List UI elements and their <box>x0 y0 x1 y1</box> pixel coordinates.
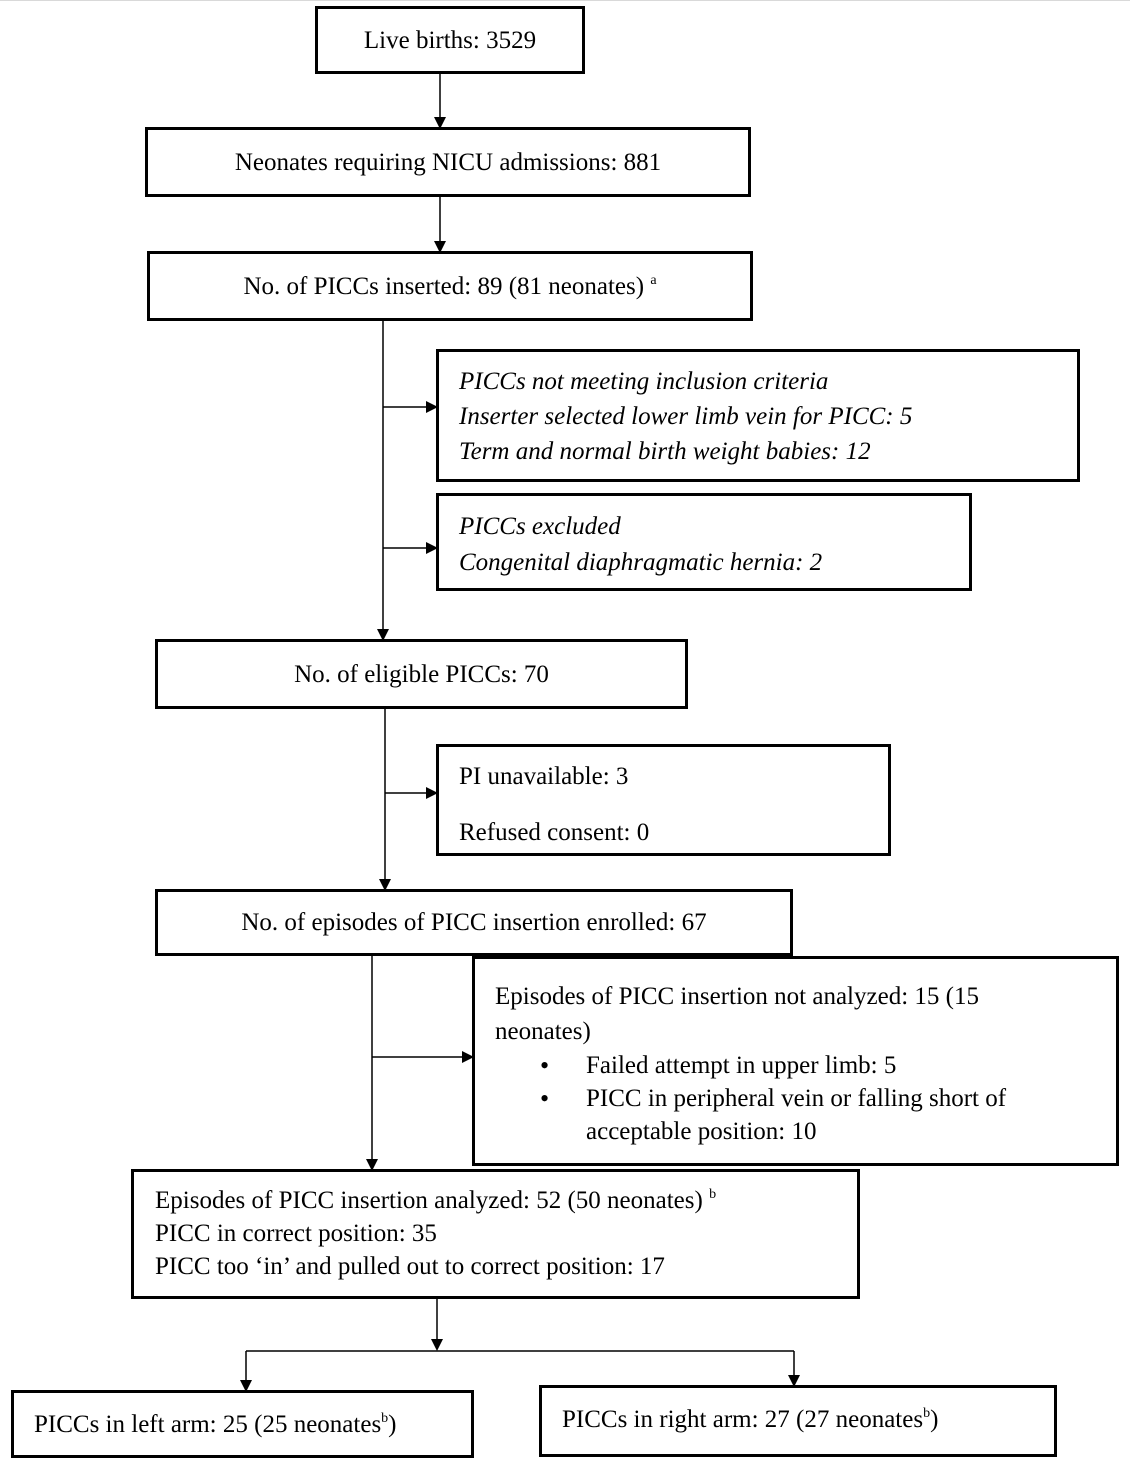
inclusion-criteria-box: PICCs not meeting inclusion criteria Ins… <box>436 349 1080 482</box>
failed-attempt-item: Failed attempt in upper limb: 5 <box>495 1049 1116 1082</box>
right-arm-label: PICCs in right arm: 27 (27 neonates <box>562 1406 924 1433</box>
left-arm-box: PICCs in left arm: 25 (25 neonatesb) <box>11 1390 474 1458</box>
enrolled-episodes-box: No. of episodes of PICC insertion enroll… <box>155 889 793 956</box>
top-rule <box>0 0 1130 1</box>
analyzed-episodes-title: Episodes of PICC insertion analyzed: 52 … <box>155 1184 857 1217</box>
not-analyzed-reasons: Failed attempt in upper limb: 5 PICC in … <box>495 1049 1116 1148</box>
right-arm-close: ) <box>930 1406 939 1433</box>
pulled-out-count: PICC too ‘in’ and pulled out to correct … <box>155 1253 665 1280</box>
peripheral-vein-text-cont: acceptable position: 10 <box>586 1118 817 1145</box>
term-normal-weight-count: Term and normal birth weight babies: 12 <box>459 438 871 465</box>
left-arm-footnote-b: b <box>381 1411 389 1426</box>
right-arm-footnote-b: b <box>923 1406 931 1421</box>
correct-position-count: PICC in correct position: 35 <box>155 1220 437 1247</box>
not-analyzed-box: Episodes of PICC insertion not analyzed:… <box>472 956 1119 1166</box>
eligible-piccs-text: No. of eligible PICCs: 70 <box>294 660 549 688</box>
refused-consent-text: Refused consent: 0 <box>459 819 650 846</box>
piccs-inserted-label: No. of PICCs inserted: 89 (81 neonates) <box>243 272 645 300</box>
eligible-piccs-box: No. of eligible PICCs: 70 <box>155 639 688 709</box>
right-arm-text: PICCs in right arm: 27 (27 neonatesb) <box>562 1406 938 1433</box>
left-arm-close: ) <box>388 1411 397 1438</box>
nicu-admissions-text: Neonates requiring NICU admissions: 881 <box>234 148 662 176</box>
left-arm-label: PICCs in left arm: 25 (25 neonates <box>34 1411 382 1438</box>
not-analyzed-title: Episodes of PICC insertion not analyzed:… <box>495 983 979 1010</box>
footnote-b: b <box>709 1187 717 1202</box>
piccs-excluded-box: PICCs excluded Congenital diaphragmatic … <box>436 493 972 591</box>
nicu-admissions-box: Neonates requiring NICU admissions: 881 <box>145 127 751 197</box>
left-arm-text: PICCs in left arm: 25 (25 neonatesb) <box>34 1411 397 1438</box>
failed-attempt-text: Failed attempt in upper limb: 5 <box>586 1052 897 1079</box>
analyzed-episodes-label: Episodes of PICC insertion analyzed: 52 … <box>155 1187 703 1214</box>
peripheral-vein-item: PICC in peripheral vein or falling short… <box>495 1082 1116 1148</box>
analyzed-episodes-box: Episodes of PICC insertion analyzed: 52 … <box>131 1169 860 1299</box>
piccs-inserted-text: No. of PICCs inserted: 89 (81 neonates) … <box>243 270 656 303</box>
piccs-excluded-title: PICCs excluded <box>459 513 621 540</box>
piccs-inserted-box: No. of PICCs inserted: 89 (81 neonates) … <box>147 251 753 321</box>
diaphragmatic-hernia-count: Congenital diaphragmatic hernia: 2 <box>459 549 823 576</box>
live-births-text: Live births: 3529 <box>363 26 537 54</box>
footnote-a: a <box>650 272 657 288</box>
inclusion-criteria-title: PICCs not meeting inclusion criteria <box>459 368 829 395</box>
peripheral-vein-text: PICC in peripheral vein or falling short… <box>586 1085 1007 1112</box>
not-analyzed-title-cont: neonates) <box>495 1018 591 1045</box>
live-births-box: Live births: 3529 <box>315 6 585 74</box>
enrolled-episodes-text: No. of episodes of PICC insertion enroll… <box>241 909 707 936</box>
pi-unavailable-box: PI unavailable: 3 Refused consent: 0 <box>436 744 891 856</box>
lower-limb-vein-count: Inserter selected lower limb vein for PI… <box>459 403 913 430</box>
right-arm-box: PICCs in right arm: 27 (27 neonatesb) <box>539 1385 1057 1457</box>
pi-unavailable-text: PI unavailable: 3 <box>459 763 629 790</box>
